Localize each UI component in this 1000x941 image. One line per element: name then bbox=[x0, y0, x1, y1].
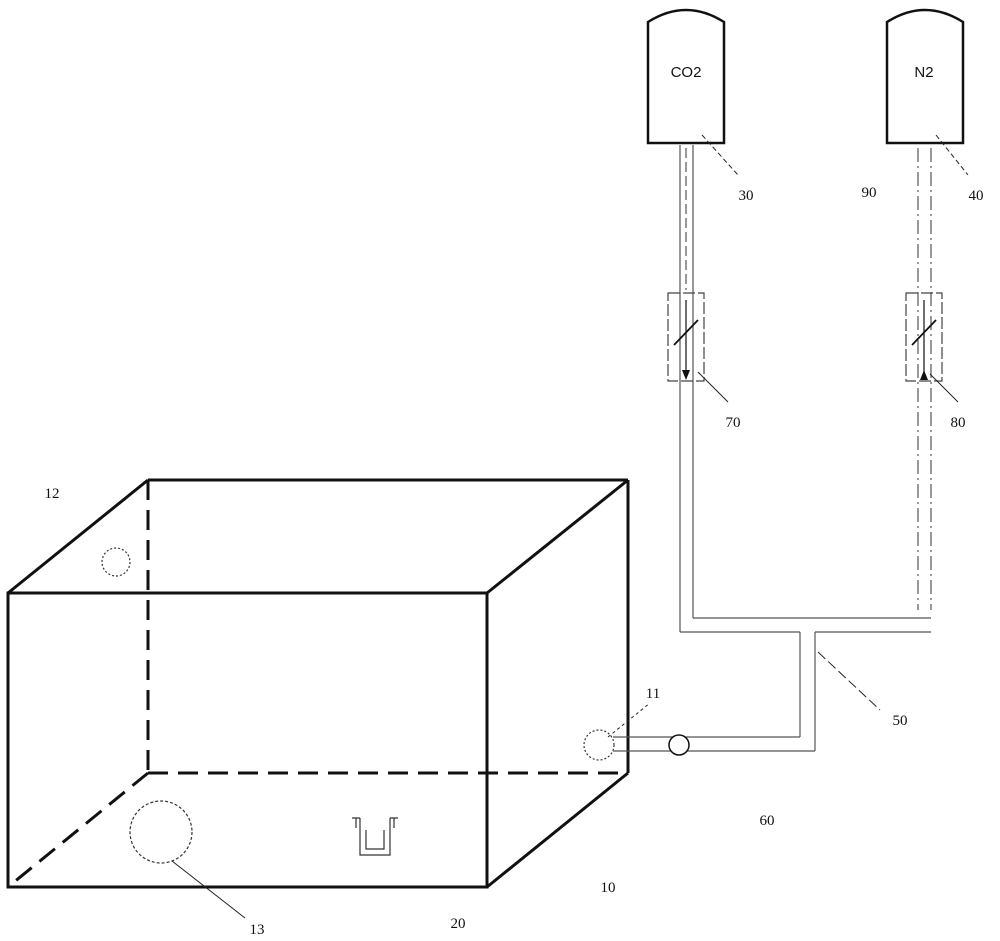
label-80: 80 bbox=[951, 415, 966, 431]
label-90: 90 bbox=[862, 185, 877, 201]
n2-cylinder: N2 bbox=[885, 8, 965, 145]
label-11: 11 bbox=[646, 686, 660, 702]
label-70: 70 bbox=[726, 415, 741, 431]
check-valve bbox=[668, 734, 690, 756]
hidden-edge-diagonal bbox=[7, 771, 149, 889]
label-40: 40 bbox=[969, 188, 984, 204]
piping bbox=[613, 145, 932, 752]
port-12-circle bbox=[101, 547, 131, 577]
co2-regulator bbox=[667, 292, 705, 382]
label-13: 13 bbox=[250, 922, 265, 938]
label-12: 12 bbox=[45, 486, 60, 502]
u-bracket bbox=[352, 817, 398, 856]
n2-regulator bbox=[905, 292, 943, 382]
leader-lines bbox=[171, 134, 969, 919]
label-30: 30 bbox=[739, 188, 754, 204]
label-10: 10 bbox=[601, 880, 616, 896]
n2-cylinder-label: N2 bbox=[914, 64, 933, 81]
top-left-edge bbox=[7, 478, 149, 595]
label-20: 20 bbox=[451, 916, 466, 932]
bottom-right-edge bbox=[486, 771, 629, 889]
front-face bbox=[6, 591, 489, 889]
top-right-edge bbox=[486, 478, 629, 595]
port-13-circle bbox=[129, 800, 193, 864]
label-50: 50 bbox=[893, 713, 908, 729]
chamber-box bbox=[6, 478, 630, 889]
co2-cylinder: CO2 bbox=[646, 8, 726, 145]
port-11-circle bbox=[583, 729, 615, 761]
label-60: 60 bbox=[760, 813, 775, 829]
co2-cylinder-label: CO2 bbox=[671, 64, 702, 81]
